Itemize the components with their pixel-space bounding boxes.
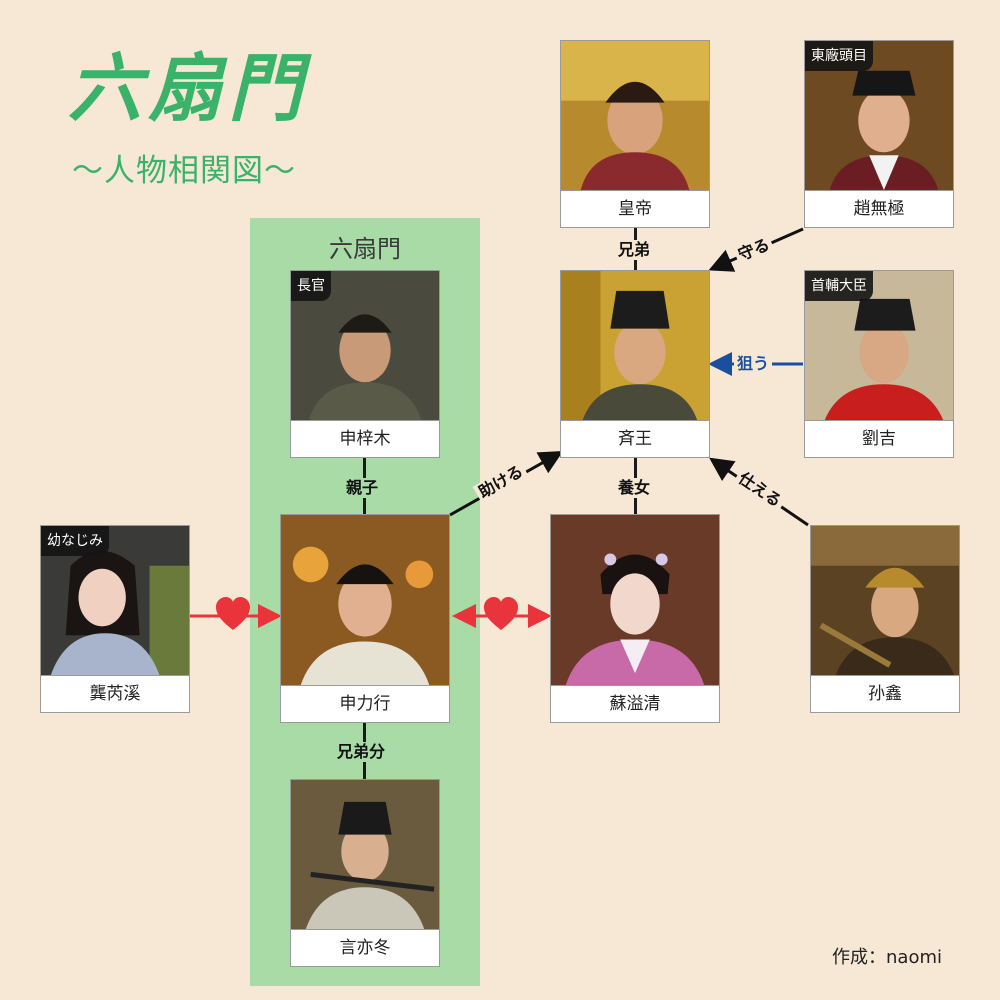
character-name: 蘇溢清 [551, 685, 719, 722]
character-photo [805, 271, 953, 420]
character-card-sun[interactable]: 孙鑫 [810, 525, 960, 713]
character-card-liu[interactable]: 首輔大臣 劉吉 [804, 270, 954, 458]
character-name: 皇帝 [561, 190, 709, 227]
character-photo [561, 41, 709, 190]
character-card-shenzimu[interactable]: 長官 申梓木 [290, 270, 440, 458]
heart-icon [216, 597, 250, 630]
character-photo [561, 271, 709, 420]
character-photo [551, 515, 719, 685]
character-name: 申力行 [281, 685, 449, 722]
character-photo [811, 526, 959, 675]
character-name: 孙鑫 [811, 675, 959, 712]
character-card-emperor[interactable]: 皇帝 [560, 40, 710, 228]
character-card-yan[interactable]: 言亦冬 [290, 779, 440, 967]
character-card-su[interactable]: 蘇溢清 [550, 514, 720, 723]
character-tag: 首輔大臣 [805, 271, 873, 301]
character-tag: 幼なじみ [41, 526, 109, 556]
character-tag: 長官 [291, 271, 331, 301]
relation-label-parent-child: 親子 [343, 478, 382, 498]
relation-label-sworn-brothers: 兄弟分 [334, 742, 389, 762]
relation-label-brothers: 兄弟 [615, 240, 654, 260]
character-photo [291, 780, 439, 929]
relation-label-adopted-daughter: 養女 [615, 478, 654, 498]
diagram-title: 六扇門 [68, 46, 308, 132]
character-name: 龔芮溪 [41, 675, 189, 712]
heart-icon [484, 597, 518, 630]
character-card-qiwang[interactable]: 斉王 [560, 270, 710, 458]
group-label: 六扇門 [329, 235, 401, 263]
character-name: 言亦冬 [291, 929, 439, 966]
character-card-shenlixing[interactable]: 申力行 [280, 514, 450, 723]
diagram-subtitle: 〜人物相関図〜 [72, 153, 296, 189]
character-name: 趙無極 [805, 190, 953, 227]
character-tag: 東廠頭目 [805, 41, 873, 71]
character-card-zhao[interactable]: 東廠頭目 趙無極 [804, 40, 954, 228]
credit-text: 作成：naomi [832, 947, 942, 968]
character-card-gong[interactable]: 幼なじみ 龔芮溪 [40, 525, 190, 713]
character-name: 申梓木 [291, 420, 439, 457]
character-name: 劉吉 [805, 420, 953, 457]
character-photo [281, 515, 449, 685]
relation-label-targets: 狙う [734, 354, 773, 374]
character-name: 斉王 [561, 420, 709, 457]
